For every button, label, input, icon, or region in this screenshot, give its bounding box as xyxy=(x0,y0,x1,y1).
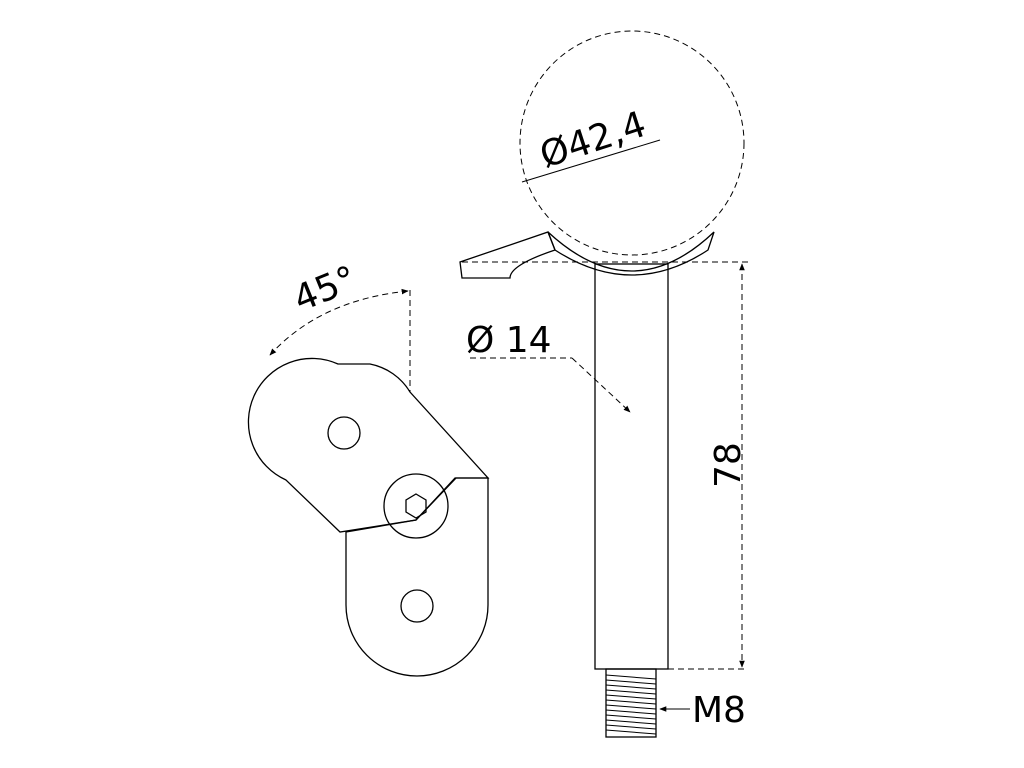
threaded-stud xyxy=(605,668,657,738)
post-diameter-label: Ø 14 xyxy=(466,320,552,361)
ball-diameter-label: Ø42,4 xyxy=(535,104,651,177)
bracket-lower-plate xyxy=(345,477,489,677)
upper-mounting-hole xyxy=(327,416,361,450)
thread-label: M8 xyxy=(692,690,746,731)
angle-dimension-arc xyxy=(269,288,409,356)
handrail-support: Ø42,4 78 Ø 14 M8 xyxy=(459,30,749,738)
post-tube xyxy=(594,263,669,670)
hinge-pivot-circle xyxy=(383,473,449,539)
bracket-upper-plate xyxy=(247,357,490,533)
ball-diameter-line xyxy=(521,139,661,183)
post-diameter-leader xyxy=(571,357,631,413)
saddle-cradle xyxy=(547,231,715,276)
handrail-tube-outline xyxy=(519,30,745,256)
lower-mounting-hole xyxy=(400,589,434,623)
angle-label: 45° xyxy=(288,258,363,320)
length-label: 78 xyxy=(708,442,749,488)
saddle-wing xyxy=(459,231,556,279)
hex-socket-icon xyxy=(405,493,427,519)
hinge-bracket: 45° xyxy=(247,258,490,677)
